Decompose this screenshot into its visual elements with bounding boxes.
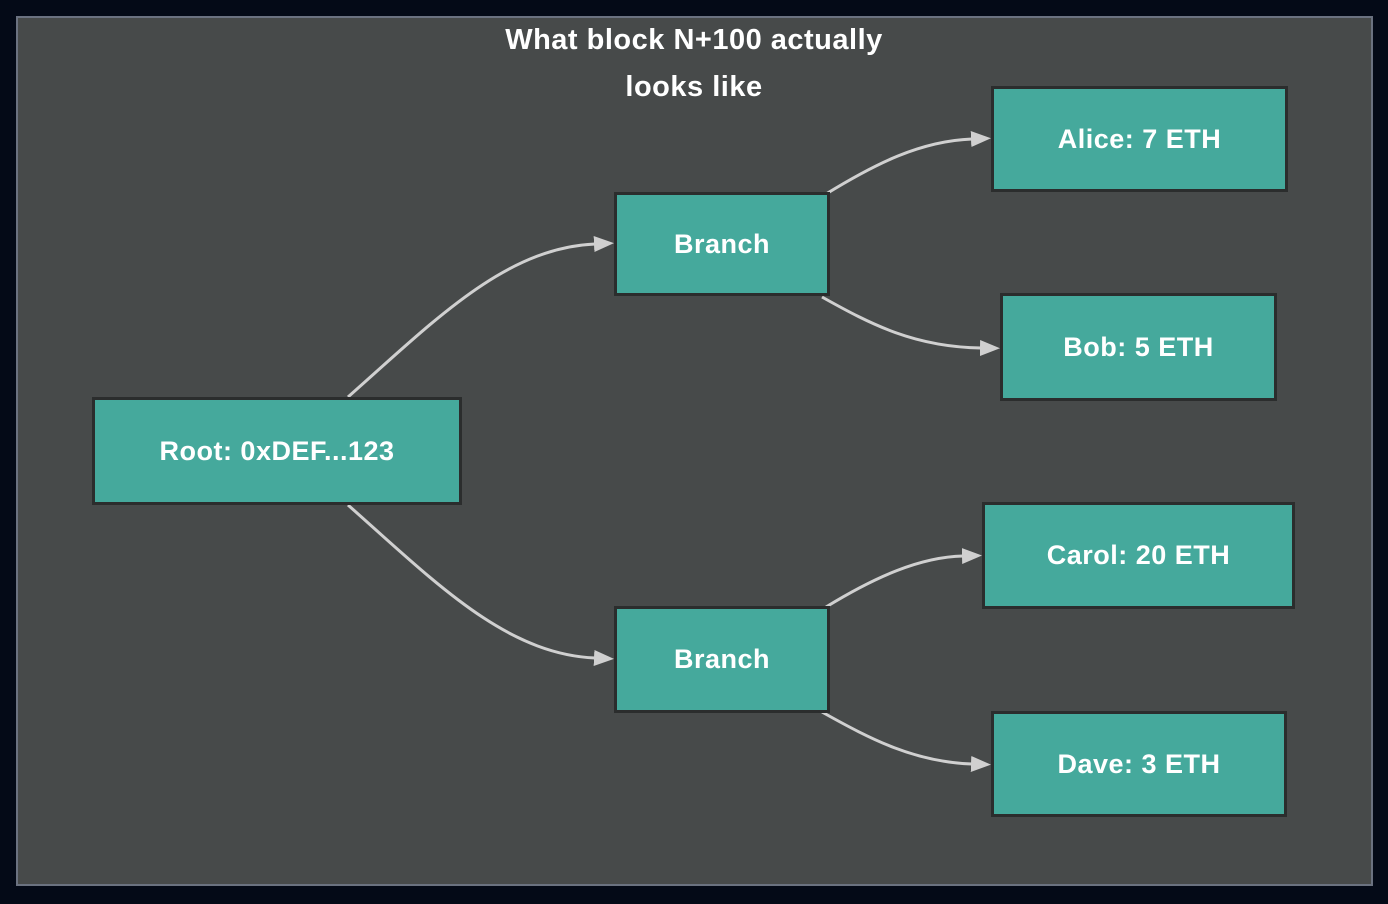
node-leaf-carol-label: Carol: 20 ETH xyxy=(1046,540,1231,570)
node-leaf-alice-label: Alice: 7 ETH xyxy=(1057,123,1222,154)
node-root-label: Root: 0xDEF...123 xyxy=(159,435,395,466)
node-branch-top: Branch xyxy=(614,192,830,296)
node-branch-bottom-label: Branch xyxy=(673,644,771,674)
node-branch-bottom: Branch xyxy=(614,606,830,713)
node-leaf-bob-label: Bob: 5 ETH xyxy=(1063,331,1214,362)
node-root: Root: 0xDEF...123 xyxy=(92,397,462,505)
node-branch-top-label: Branch xyxy=(673,228,771,259)
diagram-title-line1: What block N+100 actually xyxy=(505,24,883,56)
node-leaf-dave-label: Dave: 3 ETH xyxy=(1057,748,1221,779)
node-leaf-dave: Dave: 3 ETH xyxy=(991,711,1287,817)
node-leaf-alice: Alice: 7 ETH xyxy=(991,86,1288,192)
node-leaf-bob: Bob: 5 ETH xyxy=(1000,293,1277,401)
diagram-title: What block N+100 actually looks like xyxy=(0,17,1388,111)
node-leaf-carol: Carol: 20 ETH xyxy=(982,502,1295,609)
diagram-title-line2: looks like xyxy=(625,71,763,103)
